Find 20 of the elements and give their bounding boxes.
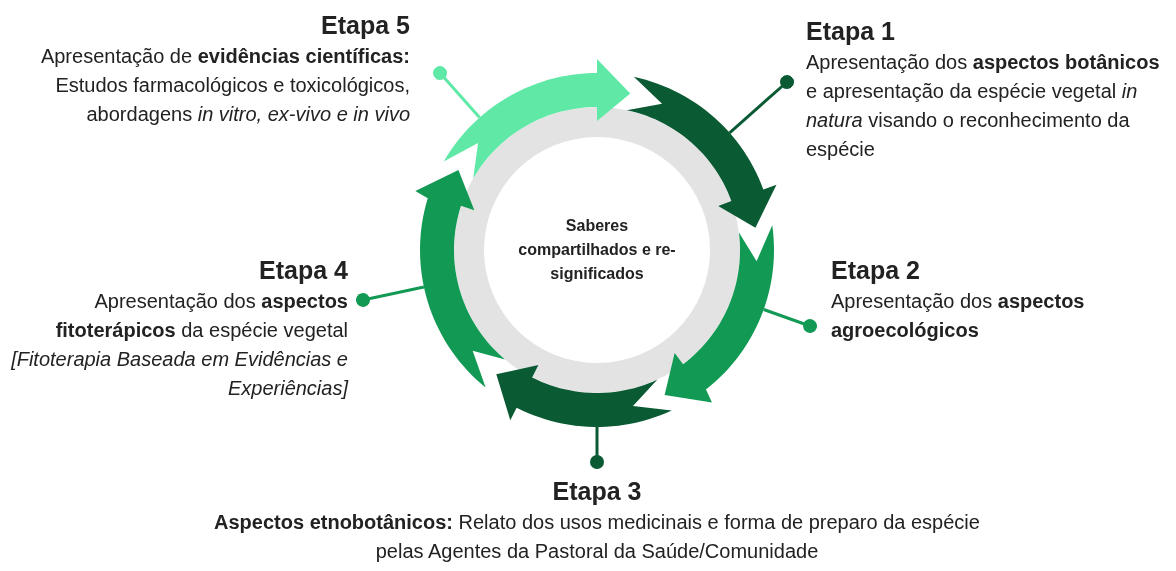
step-description: Apresentação dos aspectos botânicos e apresentação da espécie vegetal in natura visando o reconhecimento da espécie xyxy=(806,50,1161,162)
leader-line xyxy=(590,427,604,469)
ring-segment xyxy=(443,59,631,179)
leader-line xyxy=(356,285,425,307)
ring-segment xyxy=(496,364,672,427)
step-heading: Etapa 5 xyxy=(321,10,410,41)
step-heading: Etapa 4 xyxy=(259,255,348,286)
step-description: Apresentação de evidências científicas: Estudos farmacológicos e toxicológicos, abordagens in vitro, ex-vivo e in vivo xyxy=(40,44,410,127)
step-heading: Etapa 3 xyxy=(552,476,642,507)
step-heading: Etapa 2 xyxy=(831,255,920,286)
step-description: Apresentação dos aspectos fitoterápicos da espécie vegetal [Fitoterapia Baseada em Evidências e Experiências] xyxy=(10,289,348,401)
step-description: Apresentação dos aspectos agroecológicos xyxy=(831,289,1086,343)
step-description: Aspectos etnobotânicos: Relato dos usos medicinais e forma de preparo da espécie pelas Agentes da Pastoral da Saúde/Comunidade xyxy=(213,510,981,564)
ring-segment xyxy=(415,170,506,388)
step-heading: Etapa 1 xyxy=(806,16,895,47)
leader-line xyxy=(728,75,794,134)
center-text: Saberes compartilhados e re-significados xyxy=(517,216,677,284)
leader-line xyxy=(763,308,817,333)
ring-segment xyxy=(626,76,777,228)
leader-line xyxy=(433,66,481,119)
